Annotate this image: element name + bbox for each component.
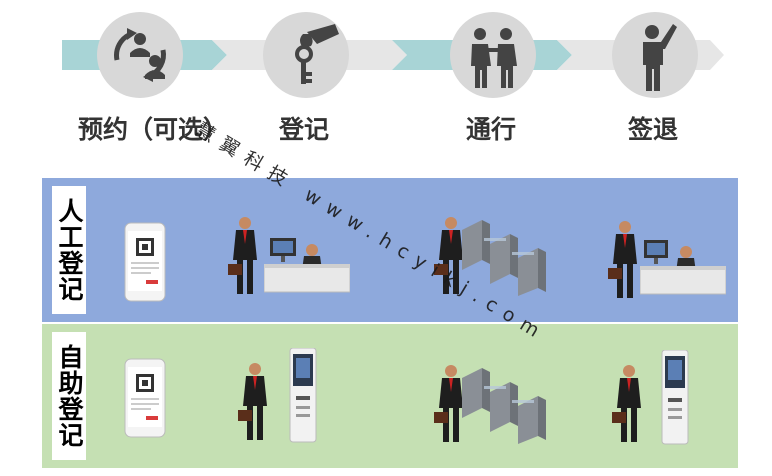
step-reservation-circle <box>97 12 183 98</box>
self-row-title-box: 自助登记 <box>52 332 86 460</box>
step-label-pass: 通行 <box>466 115 517 144</box>
reception-desk <box>264 238 350 293</box>
businessman-figure <box>434 365 463 442</box>
step-label-register: 登记 <box>279 115 330 144</box>
smartphone-qr-icon <box>124 358 166 438</box>
businessman-figure <box>228 217 257 294</box>
step-signout-circle <box>612 12 698 98</box>
hand-key-icon <box>295 24 339 84</box>
businessman-figure <box>434 217 463 294</box>
step-label-reservation: 预约（可选） <box>78 115 229 144</box>
turnstile-gates <box>462 220 546 296</box>
self-row-title: 自助登记 <box>55 344 84 448</box>
manual-row-title-box: 人工登记 <box>52 186 86 314</box>
reservation-exchange-icon <box>114 28 166 82</box>
step-pass-circle <box>450 12 536 98</box>
self-registration-row: 自助登记 <box>42 324 738 468</box>
self-service-kiosk <box>289 348 317 443</box>
self-service-kiosk <box>661 350 689 445</box>
businessman-figure <box>238 363 267 440</box>
manual-row-title: 人工登记 <box>55 198 84 302</box>
two-people-icon <box>471 28 517 88</box>
turnstile-gates <box>462 368 546 444</box>
reception-desk <box>640 240 726 295</box>
manual-registration-row: 人工登记 <box>42 178 738 322</box>
step-label-signout: 签退 <box>628 115 679 144</box>
step-register-circle <box>263 12 349 98</box>
smartphone-qr-icon <box>124 222 166 302</box>
person-waving-icon <box>643 24 677 91</box>
businessman-figure <box>612 365 641 442</box>
businessman-figure <box>608 221 637 298</box>
